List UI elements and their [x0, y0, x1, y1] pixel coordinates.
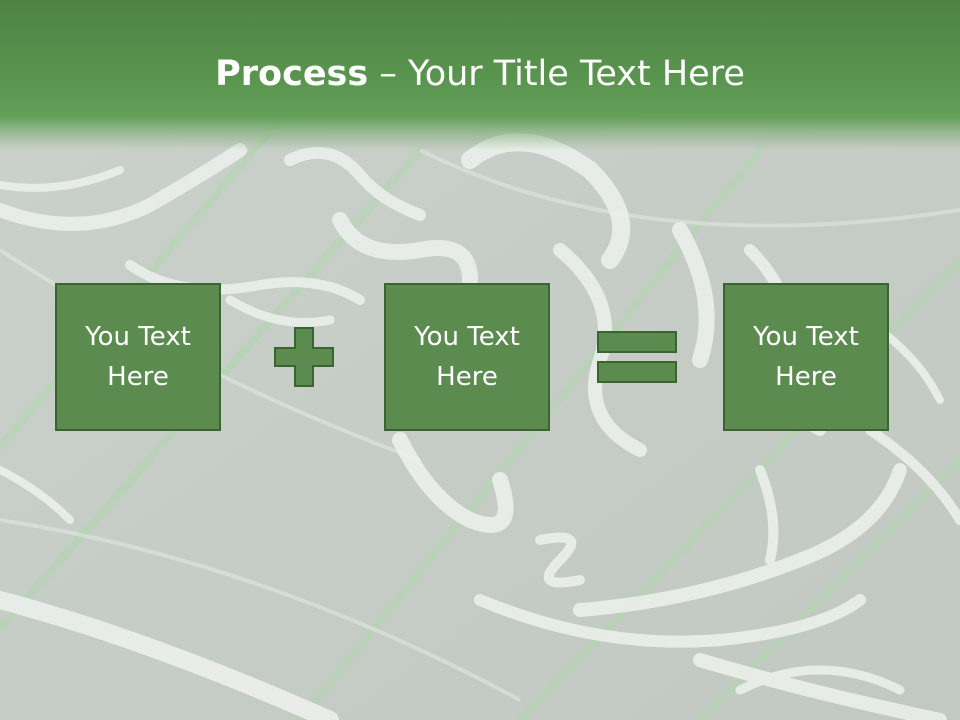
process-box-2[interactable]: You Text Here: [384, 283, 550, 431]
process-box-2-text: You Text Here: [414, 322, 520, 392]
title-bold: Process: [215, 54, 369, 94]
process-box-3-text: You Text Here: [753, 322, 859, 392]
header-bar: [0, 0, 960, 150]
slide-title[interactable]: Process – Your Title Text Here: [0, 52, 960, 96]
process-box-3[interactable]: You Text Here: [723, 283, 889, 431]
equals-icon: [597, 331, 677, 383]
process-box-1[interactable]: You Text Here: [55, 283, 221, 431]
title-rest: – Your Title Text Here: [368, 54, 745, 94]
plus-icon: [274, 327, 334, 387]
process-box-1-text: You Text Here: [85, 322, 191, 392]
